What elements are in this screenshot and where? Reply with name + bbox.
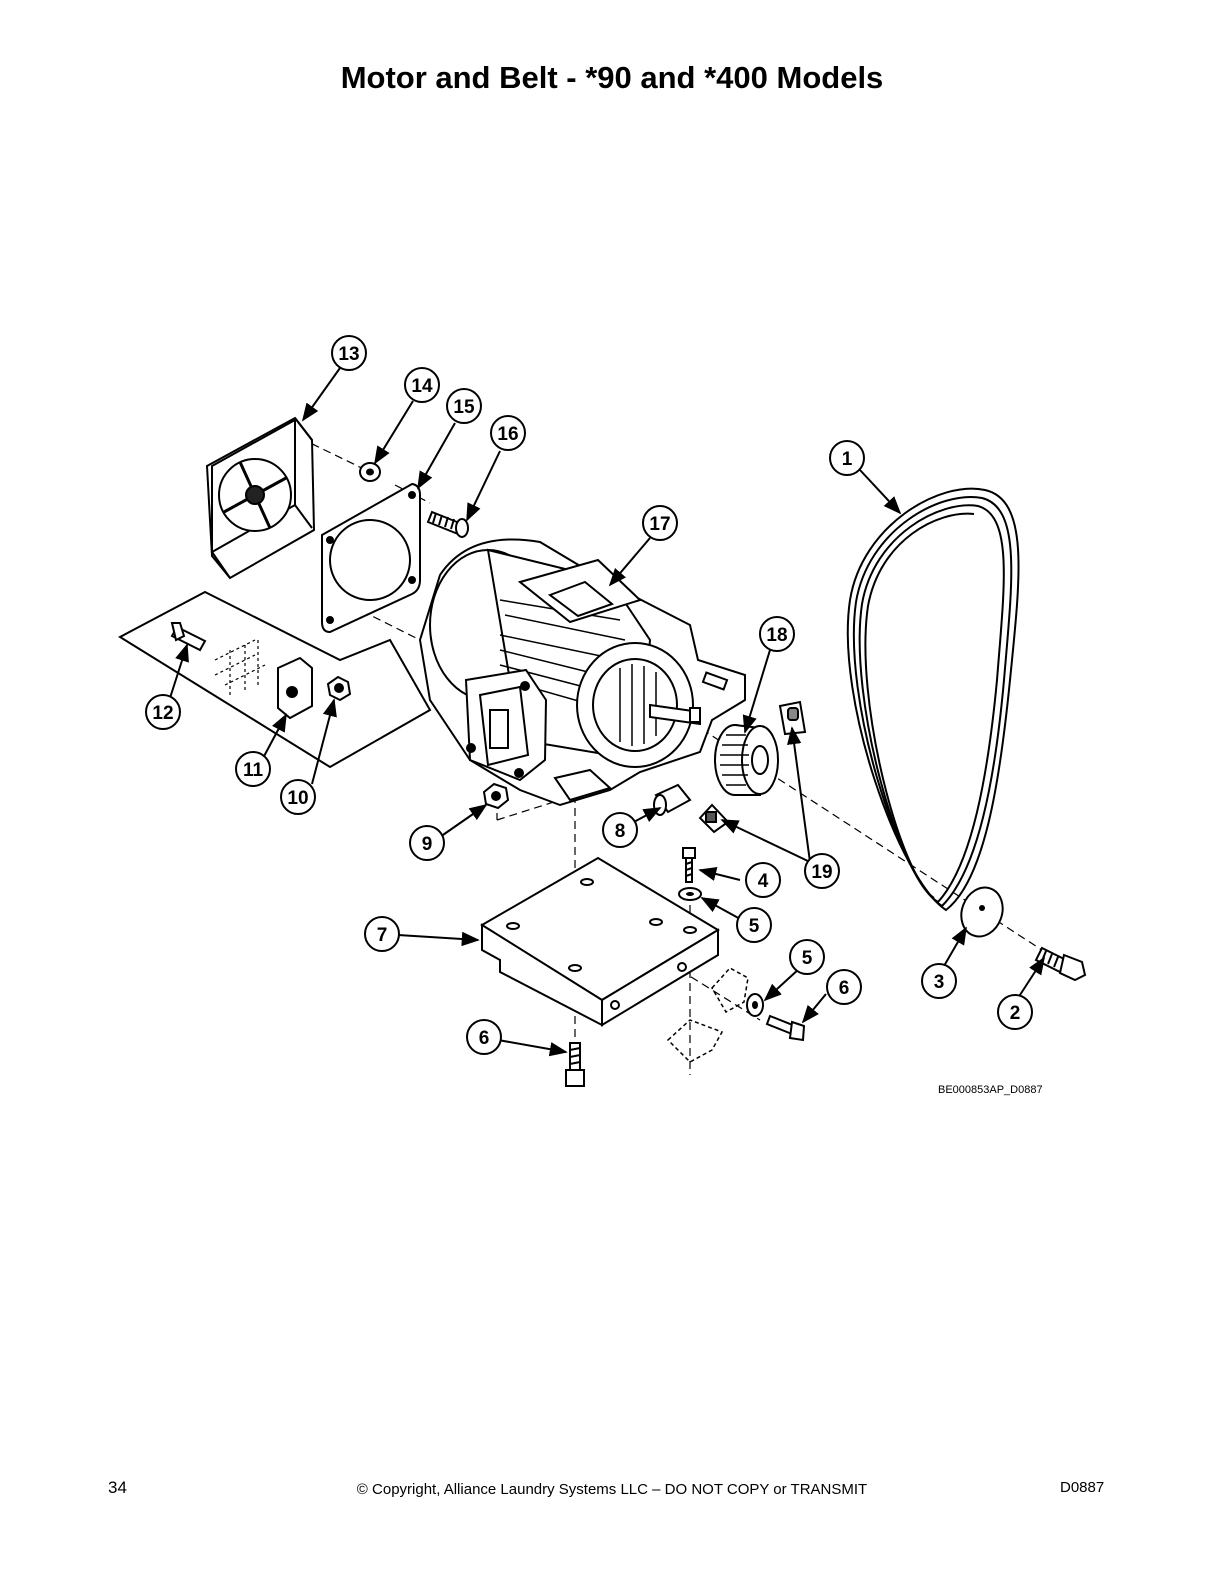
svg-text:15: 15	[453, 397, 475, 418]
callout-6a: 6	[466, 1019, 502, 1055]
motor	[418, 538, 746, 807]
svg-text:19: 19	[811, 862, 832, 883]
document-code: D0887	[1060, 1479, 1105, 1496]
callout-2: 2	[997, 994, 1033, 1030]
belt	[846, 487, 1020, 912]
washer	[359, 462, 381, 482]
mount-plate	[480, 856, 720, 1027]
svg-text:11: 11	[243, 760, 264, 781]
callout-1: 1	[829, 440, 865, 476]
svg-text:18: 18	[766, 625, 787, 646]
svg-text:4: 4	[758, 871, 769, 892]
callout-3: 3	[921, 963, 957, 999]
svg-text:13: 13	[338, 344, 359, 365]
lock-washers	[678, 887, 764, 1017]
callout-5b: 5	[789, 939, 825, 975]
phantom-nuts	[666, 967, 749, 1063]
svg-text:16: 16	[497, 424, 518, 445]
callout-6b: 6	[826, 969, 862, 1005]
svg-text:6: 6	[839, 978, 850, 999]
svg-text:17: 17	[649, 514, 670, 535]
gasket-plate	[321, 482, 421, 634]
callout-7: 7	[364, 916, 400, 952]
nut	[482, 782, 510, 810]
page-title: Motor and Belt - *90 and *400 Models	[340, 60, 884, 95]
callout-19: 19	[804, 853, 840, 889]
mount-bolt	[682, 847, 696, 883]
cable-fitting	[653, 783, 692, 816]
detail-inset	[117, 590, 432, 769]
callout-14: 14	[404, 367, 440, 403]
svg-text:5: 5	[802, 948, 813, 969]
svg-text:1: 1	[842, 449, 853, 470]
callout-10: 10	[280, 779, 316, 815]
figure-id: BE000853AP_D0887	[938, 1084, 1043, 1096]
flat-washer	[960, 886, 1004, 938]
svg-text:7: 7	[377, 925, 388, 946]
callout-9: 9	[409, 825, 445, 861]
svg-text:12: 12	[152, 703, 173, 724]
svg-text:14: 14	[411, 376, 433, 397]
callout-13: 13	[331, 335, 367, 371]
svg-text:8: 8	[615, 821, 626, 842]
pulley	[714, 724, 779, 796]
fan	[205, 416, 316, 580]
callout-17: 17	[642, 505, 678, 541]
svg-text:2: 2	[1010, 1003, 1021, 1024]
callout-5a: 5	[736, 907, 772, 943]
callout-12: 12	[145, 694, 181, 730]
svg-text:10: 10	[287, 788, 308, 809]
svg-text:5: 5	[749, 916, 760, 937]
callout-18: 18	[759, 616, 795, 652]
svg-text:9: 9	[422, 834, 433, 855]
bolt	[1034, 946, 1087, 982]
svg-text:6: 6	[479, 1028, 490, 1049]
screw	[426, 510, 469, 538]
callout-8: 8	[602, 812, 638, 848]
page-number: 34	[108, 1478, 127, 1497]
hex-bolts	[565, 1014, 806, 1087]
callout-11: 11	[235, 751, 271, 787]
callout-4: 4	[745, 862, 781, 898]
copyright-notice: © Copyright, Alliance Laundry Systems LL…	[356, 1481, 868, 1498]
svg-text:3: 3	[934, 972, 945, 993]
leader-lines	[169, 367, 1045, 1057]
callout-15: 15	[446, 388, 482, 424]
callout-16: 16	[490, 415, 526, 451]
